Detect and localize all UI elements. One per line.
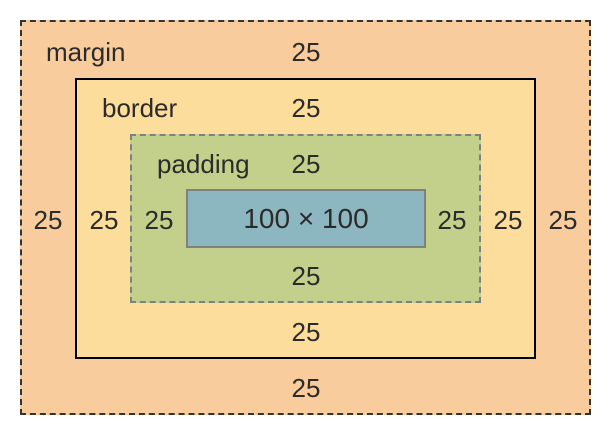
margin-right-value: 25 xyxy=(548,205,578,235)
margin-top-value: 25 xyxy=(291,37,321,67)
padding-bottom-value: 25 xyxy=(291,261,321,291)
margin-left-value: 25 xyxy=(33,205,63,235)
border-top-value: 25 xyxy=(291,93,321,123)
margin-bottom-value: 25 xyxy=(291,373,321,403)
border-label: border xyxy=(102,93,178,123)
border-right-value: 25 xyxy=(493,205,523,235)
content-box: 100 × 100 xyxy=(186,189,426,248)
border-bottom-value: 25 xyxy=(291,317,321,347)
padding-right-value: 25 xyxy=(437,205,467,235)
content-size-label: 100 × 100 xyxy=(243,202,369,234)
margin-label: margin xyxy=(46,37,126,67)
padding-top-value: 25 xyxy=(291,149,321,179)
border-left-value: 25 xyxy=(89,205,119,235)
padding-left-value: 25 xyxy=(144,205,174,235)
padding-label: padding xyxy=(157,149,250,179)
